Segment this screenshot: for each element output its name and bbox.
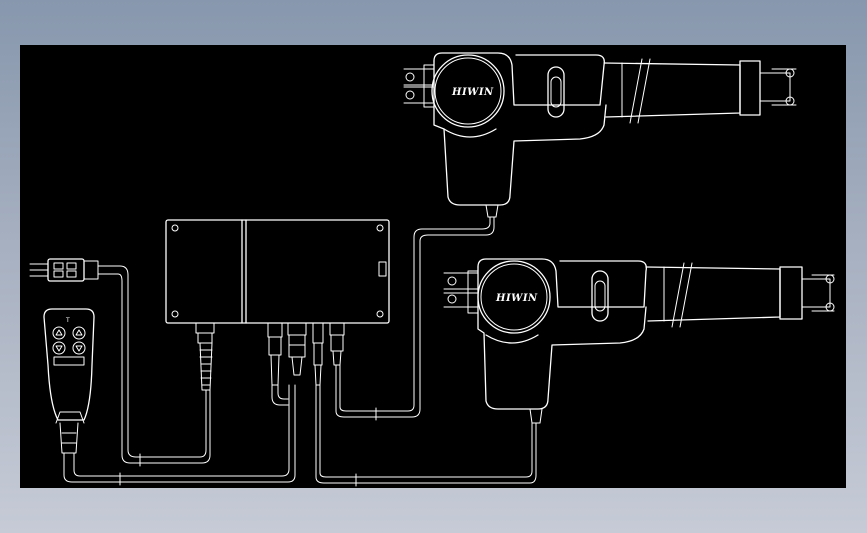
cables	[63, 216, 537, 487]
cad-viewport[interactable]: T HIWIN	[20, 45, 846, 488]
system-diagram: T HIWIN	[29, 52, 835, 487]
actuator-1-logo: HIWIN	[451, 87, 494, 98]
box-plugs	[268, 334, 344, 386]
cable-strain-relief	[197, 332, 213, 391]
svg-text:T: T	[65, 317, 70, 324]
control-box	[165, 219, 390, 344]
linear-actuator-2: HIWIN	[443, 258, 835, 424]
hand-controller: T	[43, 308, 95, 454]
actuator-2-logo: HIWIN	[495, 293, 538, 304]
linear-actuator-1: HIWIN	[403, 52, 797, 218]
power-plug	[29, 258, 111, 282]
